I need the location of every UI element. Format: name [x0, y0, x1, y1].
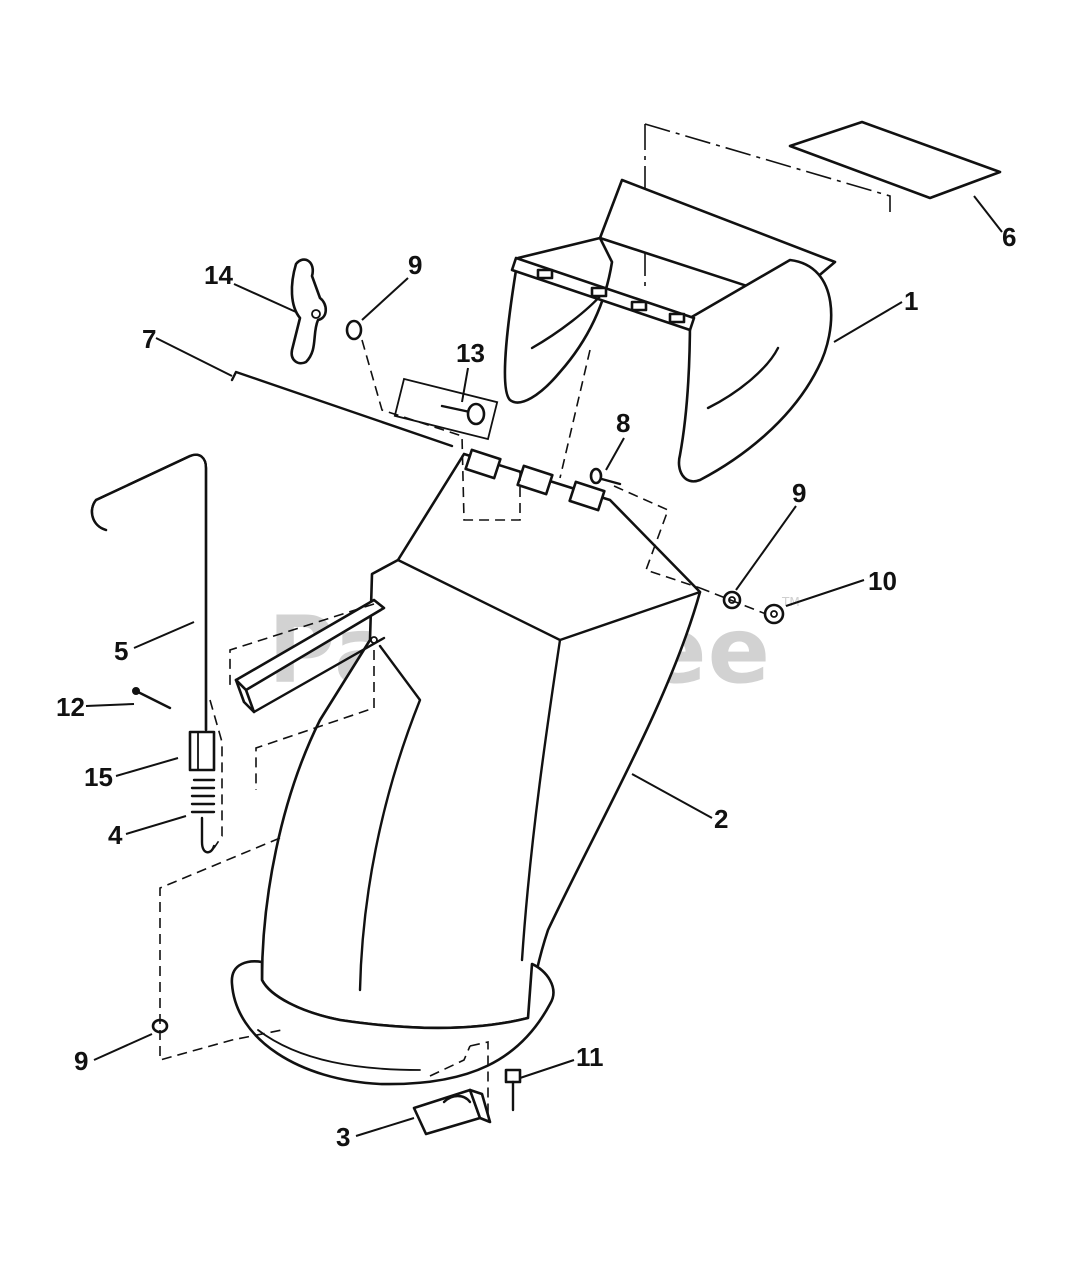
part-9-washer-top[interactable] [345, 319, 363, 341]
part-1-deflector[interactable] [503, 178, 837, 483]
callout-3[interactable]: 3 [336, 1122, 350, 1152]
callout-labels: 1 2 3 4 5 6 7 8 9 9 9 10 11 12 13 14 15 [56, 222, 1016, 1152]
callout-2[interactable]: 2 [714, 804, 728, 834]
callout-leaders [85, 195, 1003, 1137]
part-2-chute[interactable] [230, 448, 702, 1086]
callout-5[interactable]: 5 [114, 636, 128, 666]
part-9-washer-right[interactable] [722, 590, 742, 610]
part-10-nut[interactable] [763, 603, 785, 625]
part-15-bracket[interactable] [188, 730, 216, 772]
part-13-screw[interactable] [393, 377, 499, 441]
part-8-screw[interactable] [589, 467, 622, 486]
callout-13[interactable]: 13 [456, 338, 485, 368]
callout-8[interactable]: 8 [616, 408, 630, 438]
callout-15[interactable]: 15 [84, 762, 113, 792]
callout-12[interactable]: 12 [56, 692, 85, 722]
callout-7[interactable]: 7 [142, 324, 156, 354]
part-11-bolt[interactable] [504, 1068, 522, 1112]
watermark-tm: TM [781, 595, 800, 609]
part-3-clamp[interactable] [412, 1088, 492, 1136]
part-14-wing-knob[interactable] [290, 258, 328, 365]
callout-9-bottom[interactable]: 9 [74, 1046, 88, 1076]
part-4-spring[interactable] [190, 778, 216, 854]
callout-9-right[interactable]: 9 [792, 478, 806, 508]
callout-14[interactable]: 14 [204, 260, 233, 290]
callout-10[interactable]: 10 [868, 566, 897, 596]
callout-6[interactable]: 6 [1002, 222, 1016, 252]
callout-4[interactable]: 4 [108, 820, 123, 850]
callout-9-top[interactable]: 9 [408, 250, 422, 280]
callout-11[interactable]: 11 [576, 1042, 604, 1072]
part-7-rod[interactable] [230, 370, 454, 448]
part-5-crank-rod[interactable] [90, 453, 208, 732]
part-12-pin[interactable] [132, 687, 172, 710]
assembly-lines [159, 339, 767, 1120]
callout-1[interactable]: 1 [904, 286, 918, 316]
reference-lines-decal [644, 123, 891, 290]
part-6-decal[interactable] [788, 120, 1002, 200]
